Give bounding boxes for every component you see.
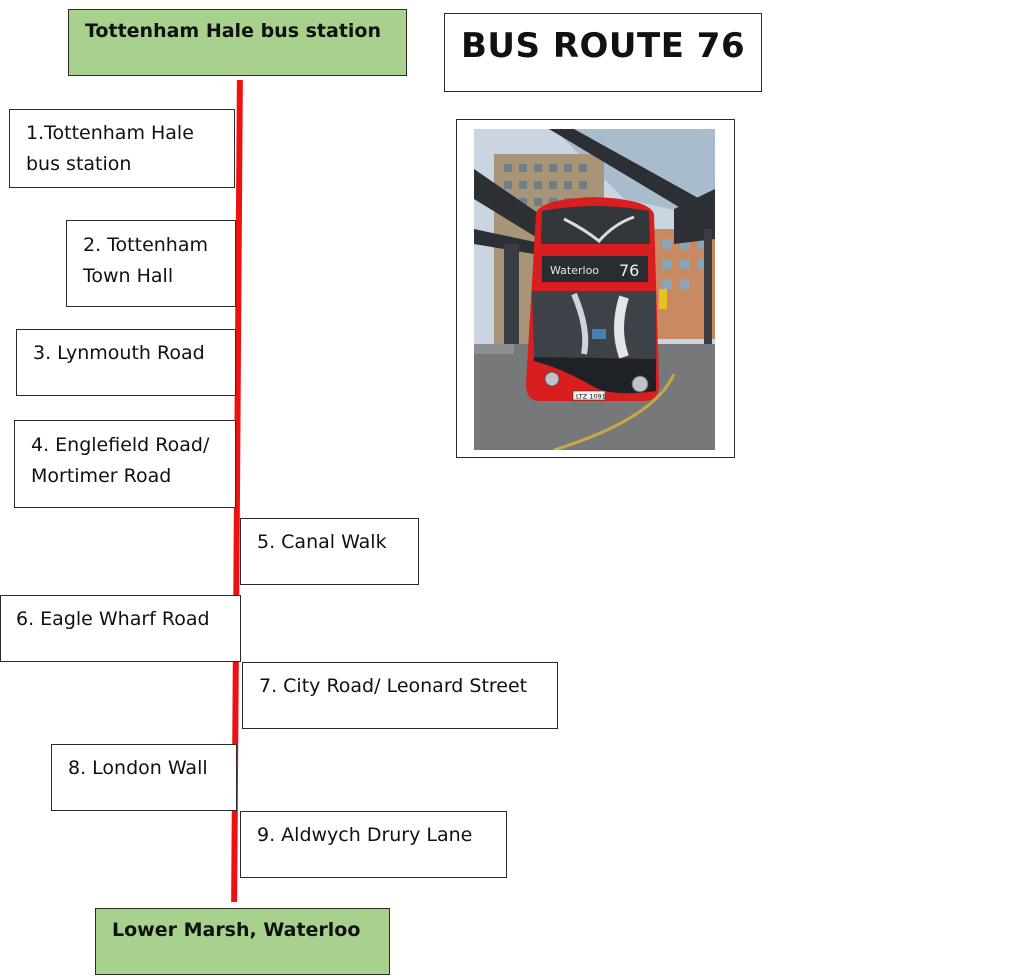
stop-1: 1.Tottenham Hale bus station	[9, 109, 235, 188]
bus-photo: Waterloo 76 LTZ 1091	[474, 129, 715, 450]
route-title: BUS ROUTE 76	[461, 26, 746, 66]
destination-text: Waterloo	[550, 264, 599, 277]
stop-1-line2: bus station	[26, 153, 132, 175]
stop-2-line2: Town Hall	[83, 265, 174, 287]
canopy-pillar	[504, 244, 519, 349]
canopy-beam	[474, 229, 544, 254]
stop-1-line1: 1.Tottenham Hale	[26, 122, 194, 144]
stop-1-label: 1.Tottenham Hale bus station	[26, 118, 194, 180]
canopy-beam	[549, 129, 709, 219]
stop-3-label: 3. Lynmouth Road	[33, 342, 205, 364]
stop-6: 6. Eagle Wharf Road	[0, 595, 241, 662]
stop-8: 8. London Wall	[51, 744, 237, 811]
stop-7: 7. City Road/ Leonard Street	[242, 662, 558, 729]
number-plate-text: LTZ 1091	[576, 393, 606, 401]
kerb-line	[553, 373, 676, 450]
headlight	[631, 375, 649, 393]
route-title-box: BUS ROUTE 76	[444, 13, 762, 92]
canopy-beam	[474, 169, 554, 239]
bus-photo-frame: Waterloo 76 LTZ 1091	[456, 119, 735, 458]
stop-5-label: 5. Canal Walk	[257, 531, 387, 553]
stop-3: 3. Lynmouth Road	[16, 329, 236, 396]
stop-8-label: 8. London Wall	[68, 757, 208, 779]
stop-4-label: 4. Englefield Road/ Mortimer Road	[31, 430, 209, 492]
stop-7-label: 7. City Road/ Leonard Street	[259, 675, 528, 697]
stop-9-label: 9. Aldwych Drury Lane	[257, 824, 473, 846]
stop-2: 2. Tottenham Town Hall	[66, 220, 236, 307]
canopy-pillar	[704, 229, 712, 354]
destination-display	[542, 256, 648, 282]
headlight	[544, 371, 560, 387]
stop-9: 9. Aldwych Drury Lane	[240, 811, 507, 878]
stop-5: 5. Canal Walk	[240, 518, 419, 585]
start-terminal-label: Tottenham Hale bus station	[85, 20, 382, 42]
stop-6-label: 6. Eagle Wharf Road	[16, 608, 210, 630]
red-bus: Waterloo 76 LTZ 1091	[526, 197, 667, 401]
mirror	[659, 289, 667, 309]
route-number-text: 76	[619, 261, 639, 280]
stop-4-line1: 4. Englefield Road/	[31, 434, 210, 456]
stop-4-line2: Mortimer Road	[31, 465, 172, 487]
stop-2-line1: 2. Tottenham	[83, 234, 208, 256]
start-terminal: Tottenham Hale bus station	[68, 9, 407, 76]
stop-2-label: 2. Tottenham Town Hall	[83, 230, 208, 292]
end-terminal: Lower Marsh, Waterloo	[95, 908, 390, 975]
end-terminal-label: Lower Marsh, Waterloo	[112, 919, 361, 941]
stop-4: 4. Englefield Road/ Mortimer Road	[14, 420, 236, 508]
number-plate	[572, 390, 606, 401]
